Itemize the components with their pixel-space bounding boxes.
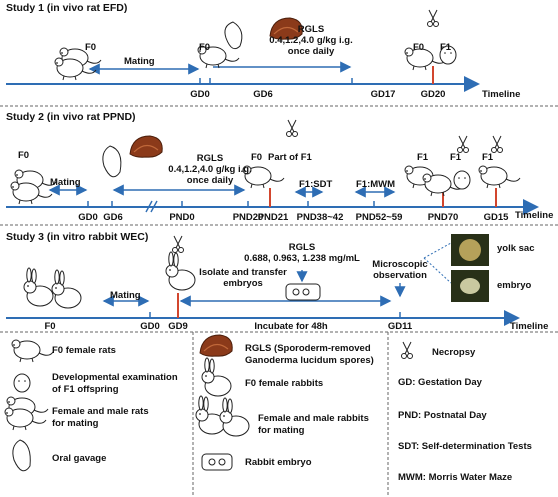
study2-f0-label: F0 — [18, 150, 30, 161]
study3-timeline — [6, 234, 520, 326]
study2-timeline — [6, 119, 539, 215]
study1-dose-label: 0.4,1.2,4.0 g/kg i.g. — [269, 35, 353, 46]
study2-tick-pnd0: PND0 — [169, 212, 195, 223]
legend-necropsy: Necropsy — [432, 347, 476, 358]
study2-f1-label: F1 — [450, 152, 462, 163]
legend-sdt: SDT: Self-determination Tests — [398, 441, 532, 452]
legend-icons — [4, 334, 413, 472]
study3-mating-label: Mating — [110, 290, 141, 301]
study3-tick-gd9: GD9 — [168, 321, 188, 332]
study1-f1-label: F1 — [440, 42, 452, 53]
study1-f0-label: F0 — [85, 42, 97, 53]
study2-f1-label: F1 — [417, 152, 429, 163]
study1-mating-label: Mating — [124, 56, 155, 67]
study2-title: Study 2 (in vivo rat PPND) — [6, 111, 136, 123]
study2-part-f1-label: Part of F1 — [268, 152, 312, 163]
legend-rgls: RGLS (Sporoderm-removed — [245, 343, 371, 354]
study1-tick-gd6: GD6 — [253, 89, 273, 100]
study2-dose-label: 0.4,1.2,4.0 g/kg i.g. — [168, 164, 252, 175]
study2-rgls-label: RGLS — [196, 153, 224, 164]
study2-mwm-label: F1:MWM — [356, 179, 396, 190]
legend-gd: GD: Gestation Day — [398, 377, 482, 388]
study2-f1-label: F1 — [482, 152, 494, 163]
study3-microscopic-label: Microscopic — [372, 259, 428, 270]
study3-observation-label: observation — [373, 270, 427, 281]
legend-rabbits-mating: Female and male rabbits — [258, 413, 369, 424]
study2-tick-pnd21: PND21 — [257, 212, 289, 223]
legend-oral-gavage: Oral gavage — [52, 453, 107, 464]
legend-f0-female-rabbits: F0 female rabbits — [245, 378, 324, 389]
study1-timeline-label: Timeline — [482, 89, 521, 100]
study1-tick-gd0: GD0 — [190, 89, 210, 100]
study2-tick-gd0: GD0 — [78, 212, 98, 223]
study2-timeline-label: Timeline — [515, 210, 554, 221]
study1-rgls-label: RGLS — [297, 24, 325, 35]
section-dividers — [0, 105, 558, 497]
study3-timeline-label: Timeline — [510, 321, 549, 332]
study2-freq-label: once daily — [186, 175, 234, 186]
legend-rabbits-mating-2: for mating — [258, 425, 305, 436]
legend-rabbit-embryo: Rabbit embryo — [245, 457, 312, 468]
study3-rgls-label: RGLS — [288, 242, 316, 253]
study2-sdt-label: F1:SDT — [299, 179, 333, 190]
study1-tick-gd20: GD20 — [420, 89, 446, 100]
study1-f0-label: F0 — [413, 42, 425, 53]
study1-timeline — [6, 9, 480, 92]
study2-tick-pnd38: PND38~42 — [296, 212, 344, 223]
study2-tick-pnd70: PND70 — [427, 212, 459, 223]
legend-rats-mating-2: for mating — [52, 418, 99, 429]
legend-dev-exam: Developmental examination — [52, 372, 178, 383]
study3-tick-gd0: GD0 — [140, 321, 160, 332]
study2-tick-pnd52: PND52~59 — [355, 212, 403, 223]
study1-f0-label: F0 — [199, 42, 211, 53]
legend-mwm: MWM: Morris Water Maze — [398, 472, 513, 483]
study3-embryo-label: embryo — [497, 280, 532, 291]
study2-tick-pnd20: PND20 — [232, 212, 264, 223]
study2-tick-gd15: GD15 — [483, 212, 509, 223]
study1-freq-label: once daily — [287, 46, 335, 57]
legend-dev-exam-2: of F1 offspring — [52, 384, 119, 395]
study3-tick-gd11: GD11 — [387, 321, 413, 332]
study2-tick-gd6: GD6 — [103, 212, 123, 223]
study2-mating-label: Mating — [50, 177, 81, 188]
legend-f0-female-rats: F0 female rats — [52, 345, 116, 356]
study3-yolk-sac-label: yolk sac — [497, 243, 535, 254]
study2-f0-label: F0 — [251, 152, 263, 163]
legend-rats-mating: Female and male rats — [52, 406, 149, 417]
study1-tick-gd17: GD17 — [370, 89, 396, 100]
legend-rgls-2: Ganoderma lucidum spores) — [245, 355, 374, 366]
study3-embryos-label: embryos — [223, 278, 263, 289]
study3-f0-label: F0 — [44, 321, 56, 332]
study3-title: Study 3 (in vitro rabbit WEC) — [6, 231, 149, 243]
legend-pnd: PND: Postnatal Day — [398, 410, 487, 421]
study3-isolate-label: Isolate and transfer — [199, 267, 287, 278]
study3-incubate-label: Incubate for 48h — [254, 321, 328, 332]
study3-conc-label: 0.688, 0.963, 1.238 mg/mL — [244, 253, 360, 264]
study1-title: Study 1 (in vivo rat EFD) — [6, 2, 128, 14]
